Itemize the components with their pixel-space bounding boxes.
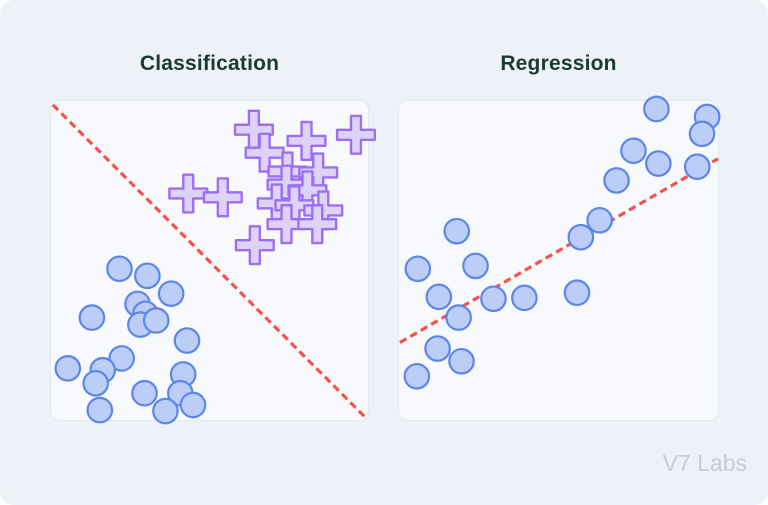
- class-blue-circles-point: [82, 369, 110, 397]
- regression-blue-circles-point: [586, 206, 613, 234]
- regression-panel: [398, 95, 721, 421]
- class-blue-circles-point: [54, 355, 82, 382]
- class-blue-circles-point: [179, 391, 207, 419]
- regression-blue-circles-point: [688, 120, 716, 148]
- class-purple-crosses-point: [335, 114, 377, 155]
- class-blue-circles-point: [86, 396, 114, 424]
- regression-blue-circles-point: [480, 285, 507, 313]
- regression-blue-circles-point: [645, 150, 672, 177]
- class-purple-crosses-point: [202, 177, 243, 218]
- regression-blue-circles-point: [424, 335, 451, 362]
- regression-blue-circles-point: [445, 304, 472, 331]
- regression-blue-circles-point: [563, 279, 591, 307]
- class-purple-crosses-point: [168, 173, 209, 214]
- class-purple-crosses-point: [234, 225, 275, 266]
- class-purple-crosses-point: [297, 204, 338, 245]
- regression-title: Regression: [500, 52, 617, 75]
- decision-boundary-line: [51, 103, 368, 420]
- regression-scatter-plot: [399, 95, 721, 390]
- regression-blue-circles-point: [643, 95, 670, 123]
- class-blue-circles-point: [157, 280, 185, 307]
- class-blue-circles-point: [108, 345, 136, 372]
- regression-blue-circles-point: [603, 167, 630, 194]
- regression-blue-circles-point: [403, 362, 431, 390]
- regression-blue-circles-point: [620, 137, 647, 165]
- regression-blue-circles-point: [443, 217, 471, 245]
- regression-blue-circles-point: [567, 223, 595, 251]
- class-purple-crosses-point: [266, 204, 307, 245]
- class-blue-circles-point: [173, 327, 201, 354]
- class-blue-circles-point: [152, 397, 179, 425]
- class-purple-crosses-point: [286, 120, 327, 161]
- class-blue-circles-point: [142, 307, 170, 334]
- class-blue-circles-point: [78, 304, 106, 331]
- regression-blue-circles-point: [404, 255, 432, 283]
- regression-blue-circles-point: [683, 153, 711, 181]
- class-blue-circles-point: [131, 379, 158, 407]
- regression-blue-circles-point: [511, 284, 538, 312]
- classification-title: Classification: [139, 52, 280, 75]
- class-blue-circles-point: [106, 255, 133, 283]
- classification-scatter-plot: [51, 103, 377, 425]
- regression-blue-circles-point: [448, 347, 475, 375]
- v7-labs-watermark: V7 Labs: [662, 450, 747, 476]
- classification-panel: [50, 100, 377, 425]
- regression-blue-circles-point: [425, 283, 453, 311]
- class-blue-circles-point: [134, 262, 161, 290]
- regression-blue-circles-point: [462, 252, 489, 280]
